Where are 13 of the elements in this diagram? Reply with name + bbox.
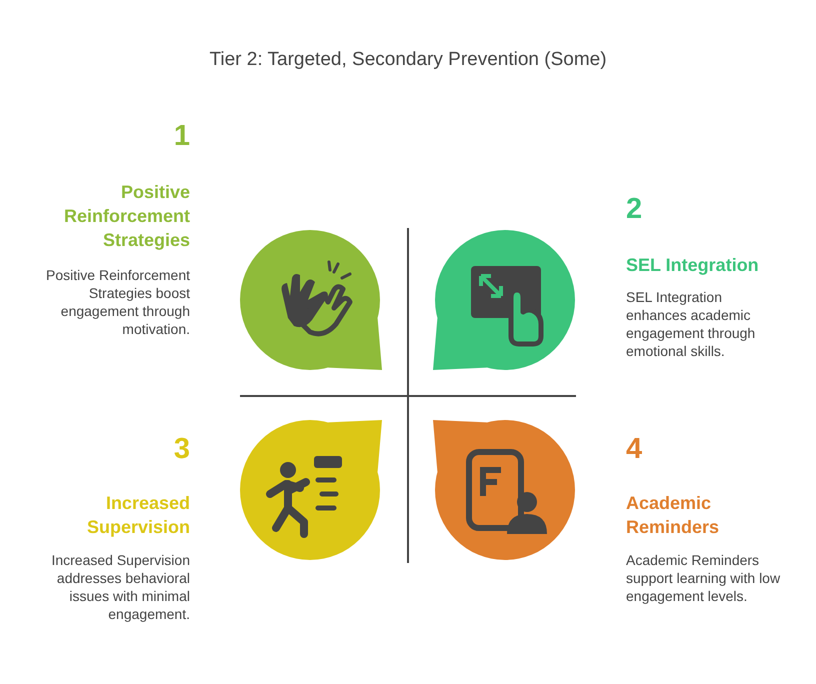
step-number: 3 <box>172 433 190 466</box>
section-heading: Positive Reinforcement Strategies <box>62 181 190 252</box>
section-heading: Academic Reminders <box>626 492 720 539</box>
section-heading: Increased Supervision <box>86 492 190 539</box>
step-number: 2 <box>626 193 644 226</box>
description-text: SEL Integration enhances academic engagement through emotional skills. <box>626 288 756 360</box>
step-number: 1 <box>172 120 190 153</box>
description-text: Increased Supervision addresses behavioral issues with minimal engagement. <box>50 551 190 623</box>
diagram-title: Tier 2: Targeted, Secondary Prevention (Some) <box>208 48 608 72</box>
step-number: 4 <box>626 433 644 466</box>
section-heading: SEL Integration <box>626 254 760 277</box>
description-text: Academic Reminders support learning with low engagement levels. <box>626 551 782 605</box>
description-text: Positive Reinforcement Strategies boost engagement through motivation. <box>45 266 190 338</box>
